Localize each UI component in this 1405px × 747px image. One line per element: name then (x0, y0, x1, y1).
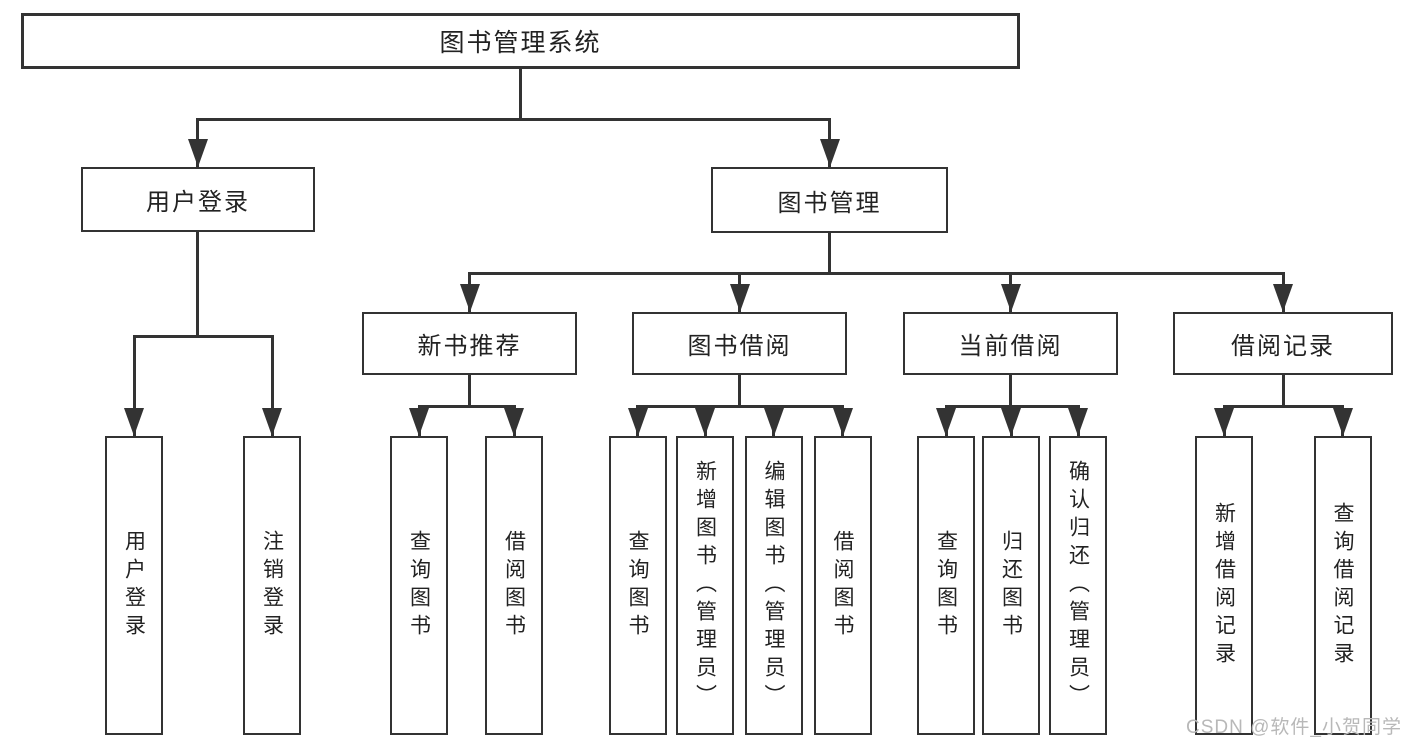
arrow-down-icon (188, 139, 208, 167)
node-borrow-books-2: 借阅图书 (813, 436, 872, 735)
node-query-books-3: 查询图书 (917, 436, 975, 735)
connector-splitter-group2 (636, 405, 844, 408)
arrow-down-icon (1001, 408, 1021, 436)
arrow-down-icon (459, 284, 480, 312)
node-query-books-2: 查询图书 (608, 436, 667, 735)
arrow-down-icon (262, 408, 282, 436)
node-confirm-return-admin: 确认归还（管理员） (1049, 436, 1107, 735)
node-current-borrowing: 当前借阅 (903, 312, 1118, 375)
connector-book-management-drop (828, 233, 831, 275)
connector-drop-leaf (132, 335, 136, 436)
arrow-down-icon (729, 284, 750, 312)
node-book-management: 图书管理 (711, 167, 948, 233)
connector-splitter-sections (468, 272, 1285, 275)
node-new-book-recommendation: 新书推荐 (362, 312, 577, 375)
arrow-down-icon (819, 139, 840, 167)
node-query-books-1: 查询图书 (390, 436, 448, 735)
node-return-books: 归还图书 (982, 436, 1040, 735)
node-user-login-leaf: 用户登录 (105, 436, 163, 735)
node-add-books-admin: 新增图书（管理员） (676, 436, 734, 735)
arrow-down-icon (1000, 284, 1021, 312)
connector-user-login-drop (196, 232, 199, 338)
arrow-down-icon (1273, 284, 1293, 312)
connector-splitter-group1 (417, 405, 516, 408)
arrow-down-icon (936, 408, 956, 436)
connector-section-drop (1009, 375, 1012, 408)
node-add-borrow-record: 新增借阅记录 (1195, 436, 1253, 735)
node-book-borrowing: 图书借阅 (632, 312, 847, 375)
arrow-down-icon (1214, 408, 1234, 436)
node-borrow-books-1: 借阅图书 (485, 436, 543, 735)
node-borrowing-records: 借阅记录 (1173, 312, 1393, 375)
arrow-down-icon (832, 408, 853, 436)
arrow-down-icon (695, 408, 715, 436)
arrow-down-icon (1332, 408, 1353, 436)
arrow-down-icon (763, 408, 784, 436)
connector-section-drop (738, 375, 741, 408)
arrow-down-icon (504, 408, 524, 436)
watermark: CSDN @软件_小贺同学 (1186, 717, 1402, 738)
connector-splitter-level2 (196, 118, 831, 121)
connector-section-drop (1281, 375, 1285, 408)
node-query-borrow-record: 查询借阅记录 (1313, 436, 1372, 735)
connector-splitter-group4 (1222, 405, 1344, 408)
connector-drop-leaf (270, 335, 274, 436)
node-root: 图书管理系统 (21, 13, 1020, 69)
node-edit-books-admin: 编辑图书（管理员） (744, 436, 803, 735)
connector-splitter-user-login (132, 335, 274, 338)
connector-root-drop (519, 69, 522, 121)
arrow-down-icon (627, 408, 648, 436)
arrow-down-icon (409, 408, 429, 436)
arrow-down-icon (1068, 408, 1088, 436)
connector-section-drop (468, 375, 471, 408)
node-user-login: 用户登录 (81, 167, 315, 232)
arrow-down-icon (124, 408, 144, 436)
node-logout-leaf: 注销登录 (243, 436, 301, 735)
